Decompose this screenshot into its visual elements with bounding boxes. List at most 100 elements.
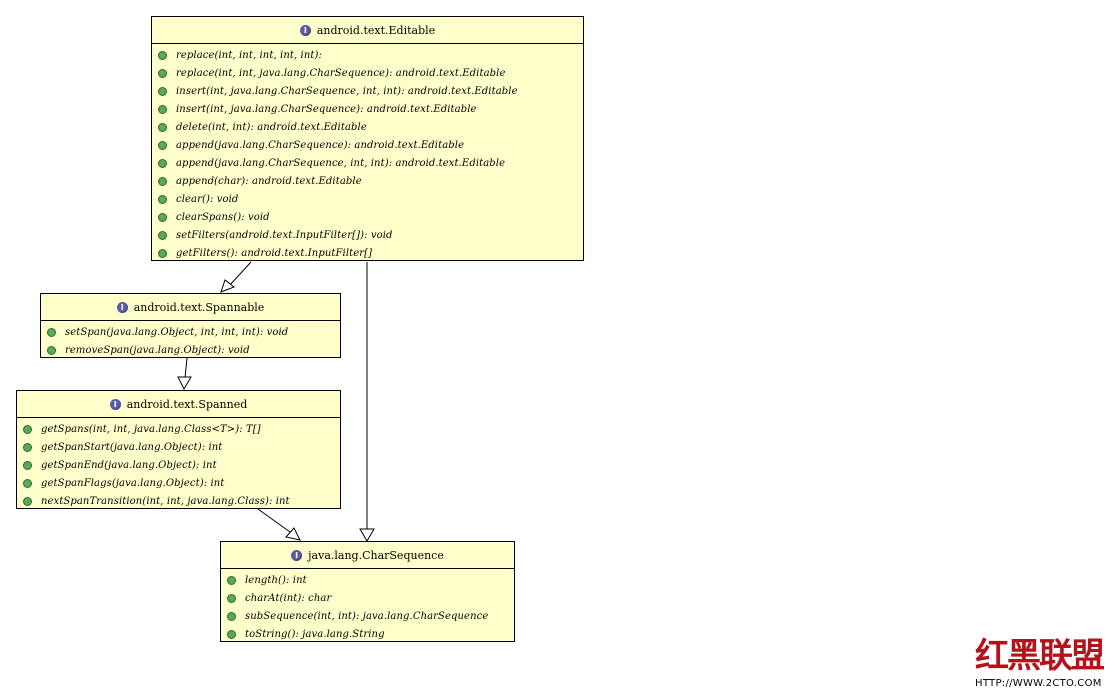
public-method-icon	[158, 50, 167, 60]
public-method-icon	[158, 248, 167, 258]
method-list-spannable: setSpan(java.lang.Object, int, int, int)…	[41, 321, 340, 359]
public-method-icon	[227, 593, 236, 603]
public-method-icon	[158, 68, 167, 78]
interface-icon: I	[299, 24, 311, 36]
method-signature: delete(int, int): android.text.Editable	[176, 121, 367, 133]
watermark-url: HTTP://WWW.2CTO.COM	[975, 678, 1102, 689]
class-name-spanned: android.text.Spanned	[126, 397, 248, 411]
method-signature: toString(): java.lang.String	[245, 628, 385, 640]
public-method-icon	[23, 478, 32, 488]
method-signature: replace(int, int, int, int, int):	[176, 49, 322, 61]
method-row: delete(int, int): android.text.Editable	[152, 118, 583, 136]
class-box-editable[interactable]: I android.text.Editable replace(int, int…	[151, 16, 584, 261]
method-signature: length(): int	[245, 574, 307, 586]
method-row: removeSpan(java.lang.Object): void	[41, 341, 340, 359]
method-row: getFilters(): android.text.InputFilter[]	[152, 244, 583, 262]
method-list-charsequence: length(): int charAt(int): char subSeque…	[221, 569, 514, 643]
method-row: insert(int, java.lang.CharSequence, int,…	[152, 82, 583, 100]
method-row: append(char): android.text.Editable	[152, 172, 583, 190]
method-row: toString(): java.lang.String	[221, 625, 514, 643]
public-method-icon	[227, 629, 236, 639]
edge-spannable-spanned	[184, 357, 188, 379]
method-signature: clear(): void	[176, 193, 239, 205]
arrowhead-spannable	[220, 279, 236, 293]
method-list-spanned: getSpans(int, int, java.lang.Class<T>): …	[17, 418, 340, 510]
method-row: getSpanStart(java.lang.Object): int	[17, 438, 340, 456]
method-signature: setSpan(java.lang.Object, int, int, int)…	[65, 326, 289, 338]
public-method-icon	[158, 212, 167, 222]
watermark: 红黑联盟 HTTP://WWW.2CTO.COM	[975, 636, 1105, 689]
edge-spanned-charsequence	[257, 508, 291, 533]
class-box-spannable[interactable]: I android.text.Spannable setSpan(java.la…	[40, 293, 341, 358]
public-method-icon	[158, 176, 167, 186]
method-row: nextSpanTransition(int, int, java.lang.C…	[17, 492, 340, 510]
method-signature: nextSpanTransition(int, int, java.lang.C…	[41, 495, 290, 507]
method-signature: charAt(int): char	[245, 592, 332, 604]
method-row: getSpans(int, int, java.lang.Class<T>): …	[17, 420, 340, 438]
method-signature: getSpanEnd(java.lang.Object): int	[41, 459, 217, 471]
method-row: replace(int, int, java.lang.CharSequence…	[152, 64, 583, 82]
public-method-icon	[158, 140, 167, 150]
method-row: clear(): void	[152, 190, 583, 208]
method-signature: append(java.lang.CharSequence): android.…	[176, 139, 465, 151]
method-row: getSpanFlags(java.lang.Object): int	[17, 474, 340, 492]
public-method-icon	[158, 86, 167, 96]
public-method-icon	[227, 575, 236, 585]
public-method-icon	[227, 611, 236, 621]
method-row: length(): int	[221, 571, 514, 589]
public-method-icon	[158, 158, 167, 168]
public-method-icon	[158, 104, 167, 114]
public-method-icon	[23, 424, 32, 434]
method-row: clearSpans(): void	[152, 208, 583, 226]
public-method-icon	[47, 345, 56, 355]
method-signature: append(java.lang.CharSequence, int, int)…	[176, 157, 506, 169]
method-row: replace(int, int, int, int, int):	[152, 46, 583, 64]
method-signature: insert(int, java.lang.CharSequence): and…	[176, 103, 477, 115]
method-signature: insert(int, java.lang.CharSequence, int,…	[176, 85, 518, 97]
watermark-logo-text: 红黑联盟	[975, 636, 1105, 676]
method-row: subSequence(int, int): java.lang.CharSeq…	[221, 607, 514, 625]
interface-icon: I	[116, 301, 128, 313]
class-header-charsequence: I java.lang.CharSequence	[221, 542, 514, 569]
method-row: charAt(int): char	[221, 589, 514, 607]
class-header-spanned: I android.text.Spanned	[17, 391, 340, 418]
method-list-editable: replace(int, int, int, int, int): replac…	[152, 44, 583, 262]
public-method-icon	[158, 122, 167, 132]
interface-icon: I	[109, 398, 121, 410]
method-signature: getSpanFlags(java.lang.Object): int	[41, 477, 225, 489]
arrowhead-charsequence-a	[359, 528, 375, 542]
public-method-icon	[47, 327, 56, 337]
method-signature: getSpans(int, int, java.lang.Class<T>): …	[41, 423, 261, 435]
method-row: insert(int, java.lang.CharSequence): and…	[152, 100, 583, 118]
method-row: getSpanEnd(java.lang.Object): int	[17, 456, 340, 474]
class-header-spannable: I android.text.Spannable	[41, 294, 340, 321]
class-box-charsequence[interactable]: I java.lang.CharSequence length(): int c…	[220, 541, 515, 642]
method-signature: clearSpans(): void	[176, 211, 270, 223]
method-row: setFilters(android.text.InputFilter[]): …	[152, 226, 583, 244]
interface-icon: I	[291, 549, 303, 561]
arrowhead-spanned	[177, 376, 192, 391]
method-row: append(java.lang.CharSequence): android.…	[152, 136, 583, 154]
class-header-editable: I android.text.Editable	[152, 17, 583, 44]
method-row: append(java.lang.CharSequence, int, int)…	[152, 154, 583, 172]
class-box-spanned[interactable]: I android.text.Spanned getSpans(int, int…	[16, 390, 341, 509]
public-method-icon	[23, 496, 32, 506]
public-method-icon	[23, 442, 32, 452]
method-signature: removeSpan(java.lang.Object): void	[65, 344, 250, 356]
edge-editable-spannable	[228, 261, 252, 287]
class-name-editable: android.text.Editable	[316, 23, 436, 37]
public-method-icon	[158, 230, 167, 240]
method-signature: replace(int, int, java.lang.CharSequence…	[176, 67, 506, 79]
public-method-icon	[23, 460, 32, 470]
class-name-charsequence: java.lang.CharSequence	[308, 548, 444, 562]
method-signature: subSequence(int, int): java.lang.CharSeq…	[245, 610, 489, 622]
method-signature: append(char): android.text.Editable	[176, 175, 362, 187]
method-signature: getSpanStart(java.lang.Object): int	[41, 441, 223, 453]
arrowhead-charsequence-b	[285, 527, 301, 541]
method-signature: setFilters(android.text.InputFilter[]): …	[176, 229, 393, 241]
class-name-spannable: android.text.Spannable	[133, 300, 265, 314]
method-signature: getFilters(): android.text.InputFilter[]	[176, 247, 373, 259]
public-method-icon	[158, 194, 167, 204]
method-row: setSpan(java.lang.Object, int, int, int)…	[41, 323, 340, 341]
